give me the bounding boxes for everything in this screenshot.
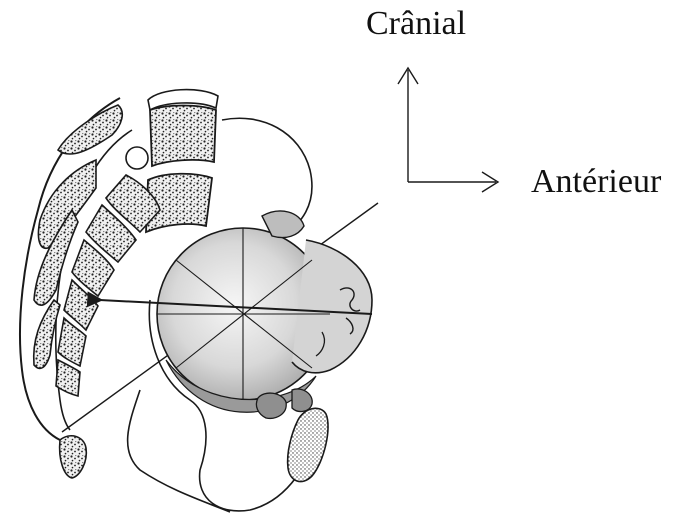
coccyx-tip — [60, 436, 87, 478]
sacral-promontory — [126, 147, 148, 169]
cranial-label: Crânial — [366, 7, 466, 41]
fetal-head — [157, 211, 372, 418]
pubic-symphysis — [288, 408, 328, 481]
orientation-axes — [398, 68, 498, 192]
anterior-label: Antérieur — [531, 165, 661, 199]
lumbar-vertebra-1 — [150, 106, 216, 167]
